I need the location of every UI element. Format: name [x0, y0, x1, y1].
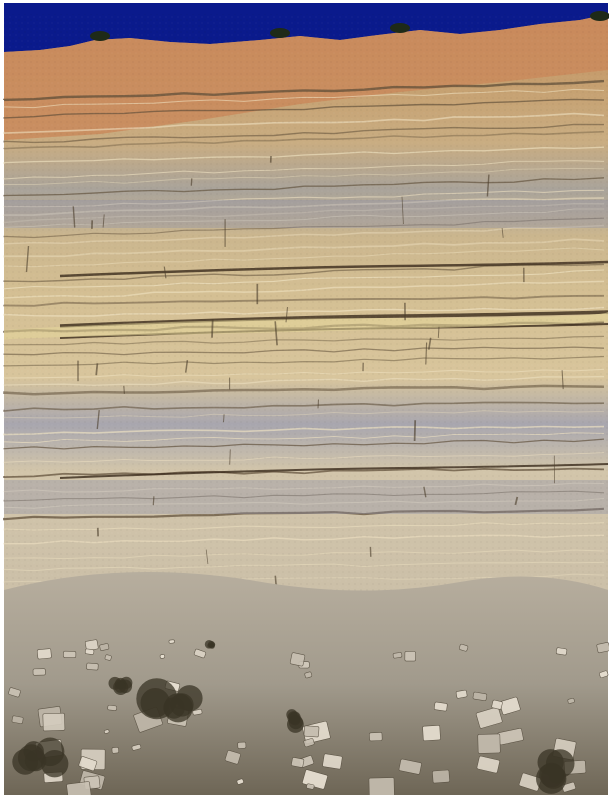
shrub-icon: [114, 681, 126, 693]
rock-icon: [476, 755, 500, 774]
rock-icon: [111, 746, 120, 754]
rock-icon: [599, 670, 609, 679]
rock-icon: [477, 733, 501, 754]
rock-icon: [78, 756, 98, 772]
rock-icon: [455, 689, 468, 699]
rock-icon: [303, 738, 315, 748]
shrub-icon: [41, 750, 69, 778]
rock-icon: [86, 662, 99, 671]
vegetation: [12, 11, 610, 794]
rock-icon: [84, 648, 95, 655]
rock-icon: [322, 753, 343, 770]
rock-icon: [237, 741, 247, 749]
rock-icon: [491, 699, 503, 710]
rock-icon: [291, 757, 305, 768]
rock-icon: [289, 652, 306, 667]
rock-icon: [236, 778, 244, 785]
rock-icon: [192, 709, 203, 716]
rock-icon: [368, 777, 395, 798]
rock-icon: [304, 671, 313, 679]
rock-icon: [561, 781, 576, 793]
rock-icon: [42, 712, 66, 732]
rock-icon: [107, 704, 118, 711]
rock-icon: [392, 652, 403, 659]
rock-icon: [99, 643, 110, 651]
talus-slope: [4, 572, 608, 795]
rock-icon: [459, 643, 469, 652]
rock-icon: [472, 691, 488, 702]
rock-icon: [159, 654, 166, 659]
rock-icon: [224, 750, 241, 765]
shrub-icon: [590, 11, 610, 21]
shrub-icon: [90, 31, 110, 41]
rock-icon: [432, 769, 450, 784]
rock-icon: [193, 648, 207, 659]
rock-icon: [103, 729, 110, 734]
rock-icon: [36, 648, 52, 660]
rock-icon: [398, 758, 422, 775]
rock-icon: [131, 744, 142, 751]
rock-icon: [8, 687, 21, 698]
texture-overlay: [4, 14, 608, 600]
rock-icon: [433, 701, 448, 712]
rock-icon: [404, 651, 416, 662]
shrub-icon: [270, 28, 290, 38]
shrub-icon: [390, 23, 410, 33]
shrub-icon: [209, 643, 215, 649]
shrub-icon: [539, 762, 564, 788]
rock-icon: [32, 668, 46, 676]
rock-icon: [422, 725, 441, 742]
rock-icon: [306, 783, 315, 790]
rock-icon: [369, 732, 383, 742]
rock-icon: [104, 654, 112, 661]
rock-icon: [11, 715, 24, 724]
rock-icon: [63, 650, 77, 659]
rock-icon: [168, 639, 175, 644]
rock-icon: [567, 698, 575, 704]
rock-icon: [475, 706, 503, 729]
rock-icon: [303, 725, 320, 738]
rock-icon: [555, 647, 568, 656]
shrub-icon: [24, 749, 47, 772]
shrub-icon: [136, 678, 178, 720]
shrub-icon: [170, 693, 194, 717]
shrub-icon: [288, 715, 303, 730]
